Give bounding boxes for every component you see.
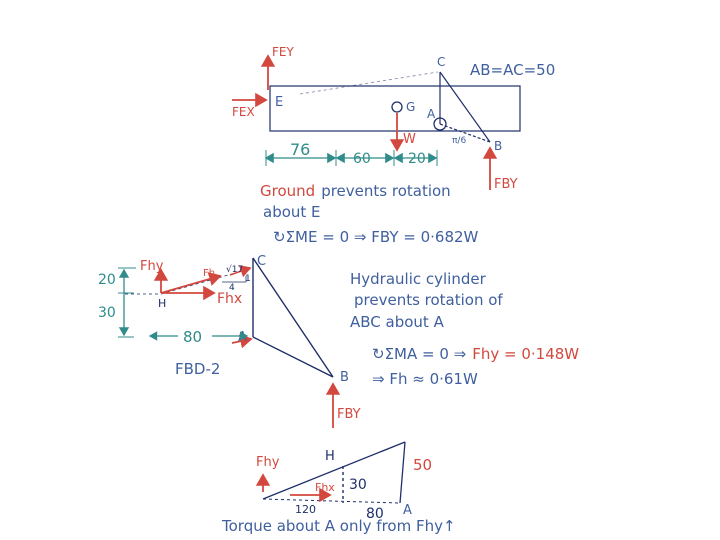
force-c-arrow [229,265,252,278]
dimension-label-30: 30 [98,305,116,321]
force-label-fhx: Fhx [315,481,335,494]
point-label-b: B [340,370,349,385]
force-label-fby: FBY [337,407,361,422]
equation-fh: ⇒ Fh ≈ 0·61W [372,370,478,388]
point-label-c: C [437,55,445,69]
dimension-label-80: 80 [366,506,384,522]
dimension-label-20: 20 [98,272,116,288]
angle-label: π/6 [452,136,466,146]
caption-torque: Torque about A only from Fhy↑ [221,517,456,535]
force-label-w: W [403,132,416,147]
dimension-label-30: 30 [349,477,367,493]
link-cb [252,257,334,378]
point-label-a: A [427,107,436,121]
equation-moment-a: ↻ΣMA = 0 ⇒ Fhy = 0·148W [372,345,579,363]
link-ab [439,123,491,143]
note-line-1: Hydraulic cylinder [350,270,487,288]
note-ground-word: Ground [260,182,315,200]
force-label-fex: FEX [232,105,255,119]
fbd-2: Fhy Fh Fhx FBY √17 4 1 H A B C 20 30 80 … [98,254,579,428]
dimension-label-76: 76 [290,140,310,159]
force-label-fby: FBY [494,177,518,192]
dimension-label-120: 120 [295,503,316,516]
note-about-e: about E [263,203,321,221]
triangle-base-dashed [262,498,401,504]
geometry-note: AB=AC=50 [470,61,555,79]
note-line-3: ABC about A [350,313,445,331]
equation-moment-e: ↻ΣME = 0 ⇒ FBY = 0·682W [273,228,479,246]
triangle-vertical [399,441,406,504]
equation-moment-a-left: ↻ΣMA = 0 ⇒ [372,345,466,363]
slope-label-rise: 1 [245,274,251,284]
dimension-label-80-bg [178,326,212,344]
dimension-label-60: 60 [353,151,371,167]
link-ab [252,336,334,378]
triangle-hypotenuse [262,441,406,500]
point-label-a: A [238,330,247,345]
point-label-b: B [494,139,502,153]
point-label-g: G [406,100,415,114]
cylinder-dashed-line [299,71,439,95]
fbd-1: FEY FEX W FBY E G A B C π/6 AB=AC=50 76 … [232,45,555,246]
fbd-3: Fhy Fhx H A 50 30 80 120 Torque about A … [221,441,456,535]
force-label-fhy: Fhy [140,259,164,274]
note-ground-line: Ground prevents rotation [260,182,451,200]
note-line-2: prevents rotation of [354,291,503,309]
equation-moment-a-right: Fhy = 0·148W [472,345,579,363]
beam [269,85,521,132]
dimension-label-20: 20 [408,151,426,167]
force-label-fhx: Fhx [217,291,242,307]
slope-label-hyp: √17 [226,264,243,275]
point-label-h: H [158,297,166,310]
slope-label-run: 4 [229,283,235,293]
force-label-fey: FEY [272,45,294,59]
pin-a [433,117,447,131]
point-label-a: A [403,503,412,518]
dimension-label-80: 80 [183,328,202,346]
caption-fbd-2: FBD-2 [175,360,220,378]
force-label-fhy: Fhy [256,455,280,470]
center-of-gravity [391,101,403,113]
note-ground-rest: prevents rotation [321,182,451,200]
force-fh-arrow [160,272,222,294]
point-label-h: H [325,449,335,464]
dimension-label-50: 50 [413,456,432,474]
link-cb [439,71,491,143]
force-label-fh: Fh [203,268,215,279]
point-label-e: E [275,95,283,110]
point-label-c: C [257,254,266,269]
